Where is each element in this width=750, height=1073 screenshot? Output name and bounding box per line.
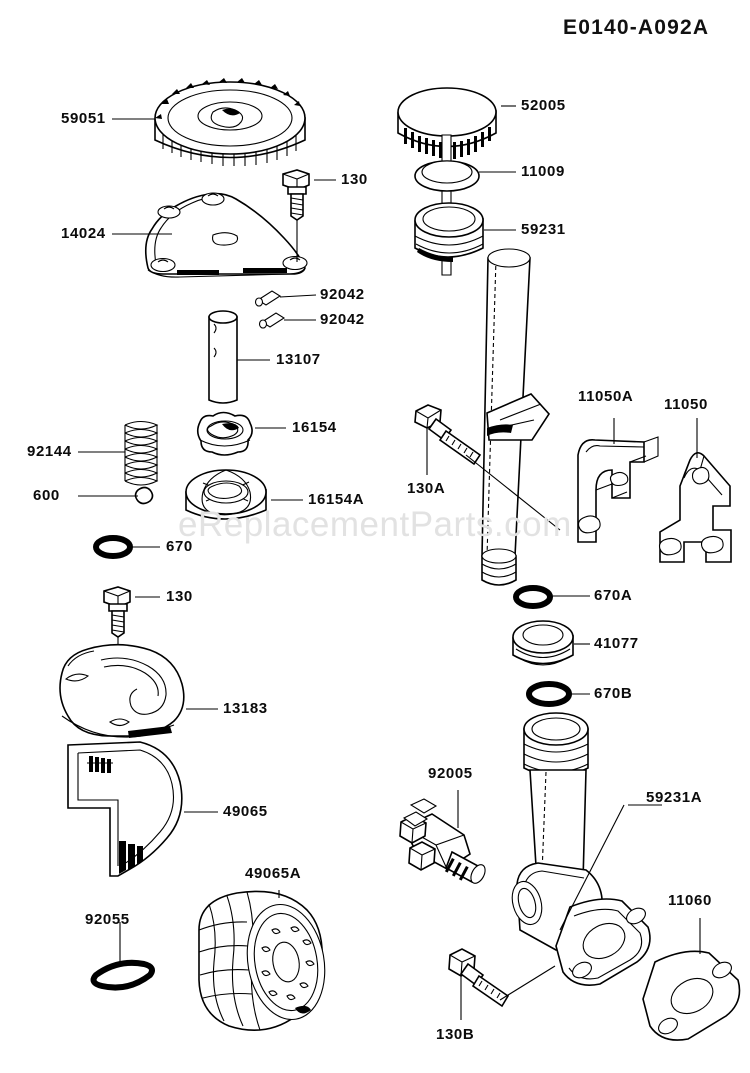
diagram-title: E0140-A092A [563, 16, 710, 39]
label-11060: 11060 [668, 892, 712, 909]
label-670A: 670A [594, 587, 633, 604]
part-oil-fill-tube [511, 712, 662, 986]
part-filter-gasket [90, 922, 155, 991]
label-49065: 49065 [223, 803, 268, 820]
part-flange-bolt-lower [448, 948, 556, 1020]
part-o-ring-upper-tube [513, 585, 590, 609]
label-130: 130 [341, 171, 368, 188]
label-59051: 59051 [61, 110, 106, 127]
label-92042-upper: 92042 [320, 286, 365, 303]
part-oil-pump-shaft [208, 310, 270, 404]
label-14024: 14024 [61, 225, 106, 242]
part-oil-pump-cover-plate [112, 192, 308, 278]
part-tube-grommet [512, 620, 590, 666]
part-steel-ball [78, 486, 154, 505]
label-92042-lower: 92042 [320, 311, 365, 328]
part-oil-filter-guard [67, 741, 218, 877]
part-flange-gasket [642, 918, 741, 1041]
part-outer-rotor [185, 469, 303, 520]
label-49065A: 49065A [245, 865, 302, 882]
part-dowel-pin-lower [258, 312, 316, 329]
part-dipstick-tube-collar [414, 202, 516, 262]
label-600: 600 [33, 487, 60, 504]
part-flange-bolt-tube [414, 404, 561, 531]
label-92144: 92144 [27, 443, 72, 460]
part-oil-filter-cartridge [198, 890, 326, 1032]
label-670: 670 [166, 538, 193, 555]
part-o-ring-lower-tube [526, 681, 590, 707]
label-11050: 11050 [664, 396, 708, 413]
label-13107: 13107 [276, 351, 321, 368]
part-tube-bracket [658, 418, 732, 563]
label-130B: 130B [436, 1026, 475, 1043]
label-130A: 130A [407, 480, 446, 497]
label-670B: 670B [594, 685, 633, 702]
part-o-ring-pump [93, 535, 160, 559]
label-52005: 52005 [521, 97, 566, 114]
label-59231: 59231 [521, 221, 566, 238]
part-oil-pressure-fitting [399, 790, 486, 884]
part-relief-valve-spring [78, 420, 159, 486]
label-92055: 92055 [85, 911, 130, 928]
part-oil-filter-bracket-plate [59, 643, 218, 738]
site-watermark: eReplacementParts.com [178, 505, 572, 544]
label-59231A: 59231A [646, 789, 703, 806]
label-16154: 16154 [292, 419, 337, 436]
part-oil-pump-drive-gear [112, 78, 306, 166]
part-dipstick-tube-body [481, 248, 551, 586]
part-dowel-pin-upper [254, 290, 317, 307]
label-13183: 13183 [223, 700, 268, 717]
label-130-bracket: 130 [166, 588, 193, 605]
label-11050A: 11050A [578, 388, 634, 405]
part-flange-bolt-upper [282, 169, 336, 262]
part-tube-bracket-a [577, 418, 659, 543]
label-41077: 41077 [594, 635, 639, 652]
part-inner-rotor [196, 411, 286, 456]
label-11009: 11009 [521, 163, 565, 180]
part-dipstick-gasket [414, 160, 516, 192]
label-16154A: 16154A [308, 491, 365, 508]
label-92005: 92005 [428, 765, 473, 782]
